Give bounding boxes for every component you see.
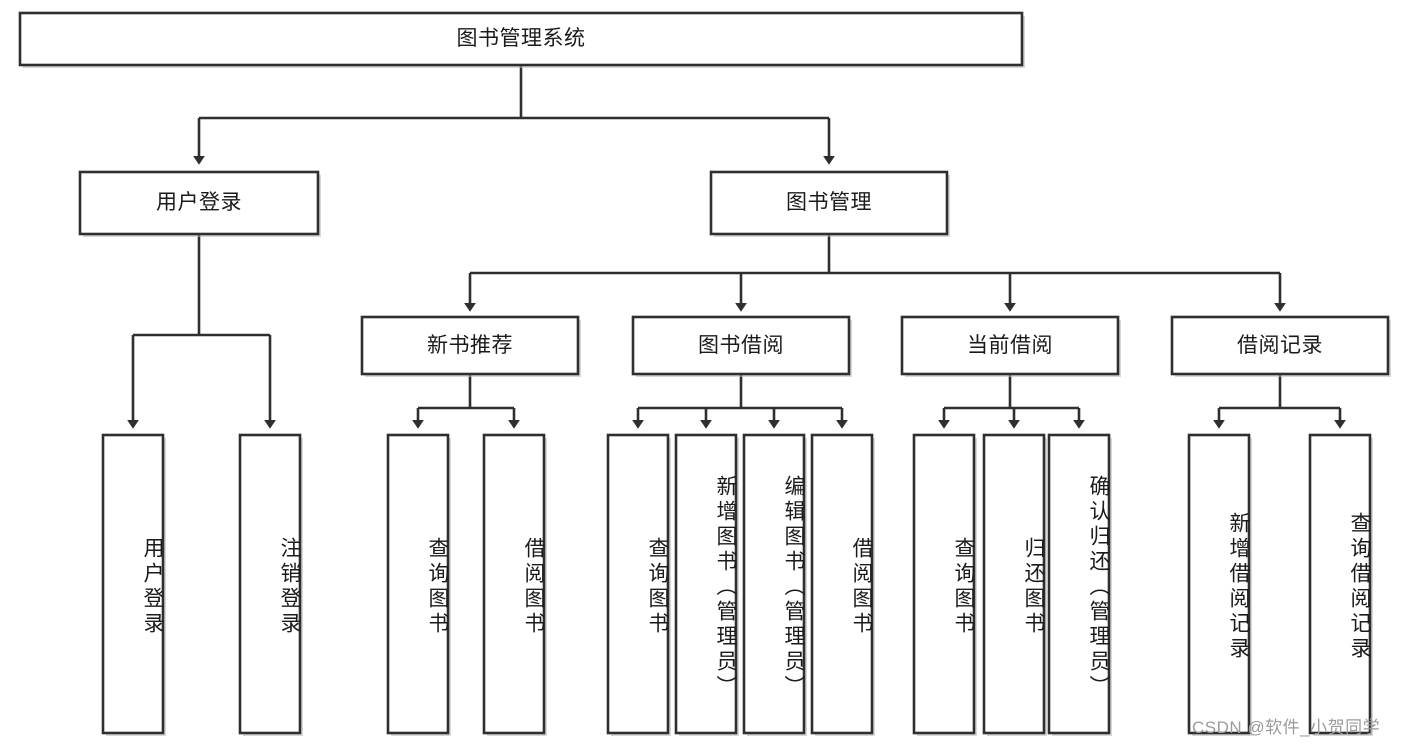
box-leaf-4[interactable]: [606, 433, 670, 735]
box-leaf-8[interactable]: [912, 433, 976, 735]
box-leaf-7[interactable]: [810, 433, 874, 735]
box-leaf-5[interactable]: [674, 433, 738, 735]
box-user-login[interactable]: [78, 170, 320, 236]
box-leaf-9[interactable]: [982, 433, 1046, 735]
box-new-book-rec[interactable]: [360, 315, 580, 376]
box-leaf-12[interactable]: [1308, 433, 1372, 735]
box-leaf-0[interactable]: [101, 433, 165, 735]
box-leaf-10[interactable]: [1047, 433, 1111, 735]
box-leaf-3[interactable]: [482, 433, 546, 735]
box-leaf-11[interactable]: [1187, 433, 1251, 735]
csdn-watermark: CSDN @软件_小贺同学: [1192, 718, 1381, 737]
box-borrow-record[interactable]: [1170, 315, 1390, 376]
connectors-layer: [127, 65, 1346, 429]
box-root[interactable]: [18, 11, 1024, 67]
boxes-layer: [18, 11, 1391, 736]
box-current-borrow[interactable]: [900, 315, 1120, 376]
box-leaf-1[interactable]: [238, 433, 302, 735]
box-leaf-2[interactable]: [386, 433, 450, 735]
box-book-mgmt[interactable]: [709, 170, 949, 236]
box-leaf-6[interactable]: [742, 433, 806, 735]
box-book-borrow[interactable]: [631, 315, 851, 376]
